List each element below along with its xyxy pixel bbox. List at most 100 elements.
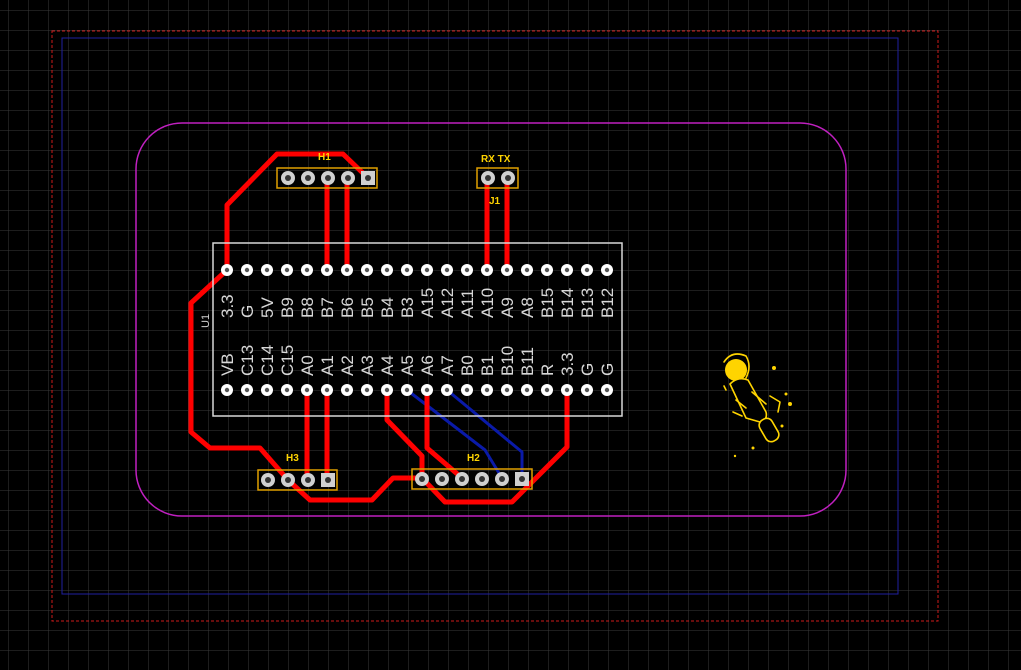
h1-pad-hole — [305, 175, 311, 181]
u1-top-pad-hole — [504, 267, 510, 273]
u1-top-pin-label: A8 — [518, 297, 537, 318]
trace-h3-to-h2 — [285, 475, 425, 503]
u1-top-pad-hole — [484, 267, 490, 273]
u1-bottom-pin-label: 3.3 — [558, 352, 577, 376]
h1-pad-hole — [325, 175, 331, 181]
h1-connector[interactable]: H1 — [276, 152, 378, 189]
u1-top-pin-label: A11 — [458, 289, 477, 318]
u1-top-pad-hole — [464, 267, 470, 273]
u1-bottom-pad-hole — [444, 387, 450, 393]
trace-a4-to-h2 — [384, 387, 425, 481]
h2-pad-hole — [479, 476, 485, 482]
u1-top-pad-hole — [424, 267, 430, 273]
u1-top-pad-hole — [224, 267, 230, 273]
u1-bottom-pad-hole — [504, 387, 510, 393]
u1-top-pin-label: A9 — [498, 297, 517, 318]
top-copper-traces — [188, 151, 570, 505]
u1-bottom-pad-hole — [244, 387, 250, 393]
h1-pad-hole — [285, 175, 291, 181]
u1-top-pin-label: B3 — [398, 297, 417, 318]
h2-pad-hole — [459, 476, 465, 482]
h2-pads — [415, 472, 529, 486]
h3-pads — [261, 473, 335, 487]
u1-top-pad-hole — [344, 267, 350, 273]
h3-pad-hole — [265, 477, 271, 483]
u1-bottom-pin-label: VB — [218, 353, 237, 376]
u1-top-pin-label: A15 — [418, 288, 437, 318]
u1-bottom-pin-label: A3 — [358, 355, 377, 376]
u1-top-pin-label: A12 — [438, 288, 457, 318]
h2-outline — [411, 468, 533, 490]
u1-bottom-pin-label: C14 — [258, 345, 277, 376]
u1-top-pin-label: B13 — [578, 288, 597, 318]
h3-connector[interactable]: H3 — [257, 453, 338, 491]
u1-bottom-pad-hole — [544, 387, 550, 393]
u1-top-pad-hole — [564, 267, 570, 273]
u1-bottom-pad-hole — [464, 387, 470, 393]
u1-bottom-pad-hole — [264, 387, 270, 393]
trace-3v3-to-h3 — [188, 267, 291, 483]
u1-outline — [212, 242, 623, 417]
u1-bottom-pin-label: A4 — [378, 355, 397, 376]
u1-top-pin-label: B6 — [338, 297, 357, 318]
u1-top-pin-label: B14 — [558, 288, 577, 318]
u1-top-pad-hole — [444, 267, 450, 273]
u1-bottom-pin-label: G — [578, 363, 597, 376]
keepout-red — [51, 30, 939, 622]
h2-connector[interactable]: H2 — [411, 453, 533, 490]
h3-ref: H3 — [286, 453, 299, 464]
u1-top-pin-label: B12 — [598, 288, 617, 318]
u1-bottom-pin-label: A2 — [338, 355, 357, 376]
u1-top-pad-hole — [544, 267, 550, 273]
u1-bottom-pin-label: G — [598, 363, 617, 376]
trace-3v3b-to-h2 — [419, 387, 570, 505]
h1-ref: H1 — [318, 152, 331, 163]
u1-top-pad-hole — [304, 267, 310, 273]
u1-top-pad-hole — [384, 267, 390, 273]
u1-bottom-pin-label: C13 — [238, 345, 257, 376]
h3-pad-hole — [305, 477, 311, 483]
u1-top-pin-label: B8 — [298, 297, 317, 318]
j1-pad-hole — [485, 175, 491, 181]
u1-bottom-pad-hole — [484, 387, 490, 393]
u1-bottom-pad-hole — [304, 387, 310, 393]
j1-pads — [481, 171, 515, 185]
u1-top-pads — [221, 264, 613, 276]
u1-bottom-pin-label: C15 — [278, 345, 297, 376]
u1-bottom-pin-label: B1 — [478, 355, 497, 376]
j1-outline — [476, 167, 519, 189]
j1-ref: J1 — [489, 196, 501, 207]
u1-bottom-pad-hole — [404, 387, 410, 393]
h2-pad-hole — [419, 476, 425, 482]
keepout-blue — [61, 37, 899, 595]
u1-top-pad-hole — [324, 267, 330, 273]
u1-bottom-pin-label: A1 — [318, 355, 337, 376]
u1-bottom-pad-hole — [524, 387, 530, 393]
u1-bottom-pin-label: B0 — [458, 355, 477, 376]
u1-top-pin-label: B7 — [318, 297, 337, 318]
astronaut-logo-icon — [723, 353, 792, 458]
u1-bottom-pad-hole — [604, 387, 610, 393]
trace-3v3-to-h1 — [224, 151, 371, 273]
u1-top-pad-hole — [524, 267, 530, 273]
u1-top-pad-hole — [284, 267, 290, 273]
j1-pad-hole — [505, 175, 511, 181]
u1-top-pin-label: G — [238, 305, 257, 318]
u1-top-pin-label: A10 — [478, 288, 497, 318]
h3-outline — [257, 469, 338, 491]
u1-bottom-pad-hole — [344, 387, 350, 393]
u1-top-pad-hole — [404, 267, 410, 273]
u1-bottom-pin-label: A0 — [298, 355, 317, 376]
u1-top-pad-hole — [604, 267, 610, 273]
u1-ref: U1 — [200, 314, 212, 328]
u1-top-pad-hole — [244, 267, 250, 273]
j1-connector[interactable]: RX TX J1 — [476, 154, 519, 207]
h2-pad-hole — [519, 476, 525, 482]
u1-top-pin-label: B5 — [358, 297, 377, 318]
u1-bottom-pad-hole — [364, 387, 370, 393]
board-outline — [135, 122, 847, 517]
